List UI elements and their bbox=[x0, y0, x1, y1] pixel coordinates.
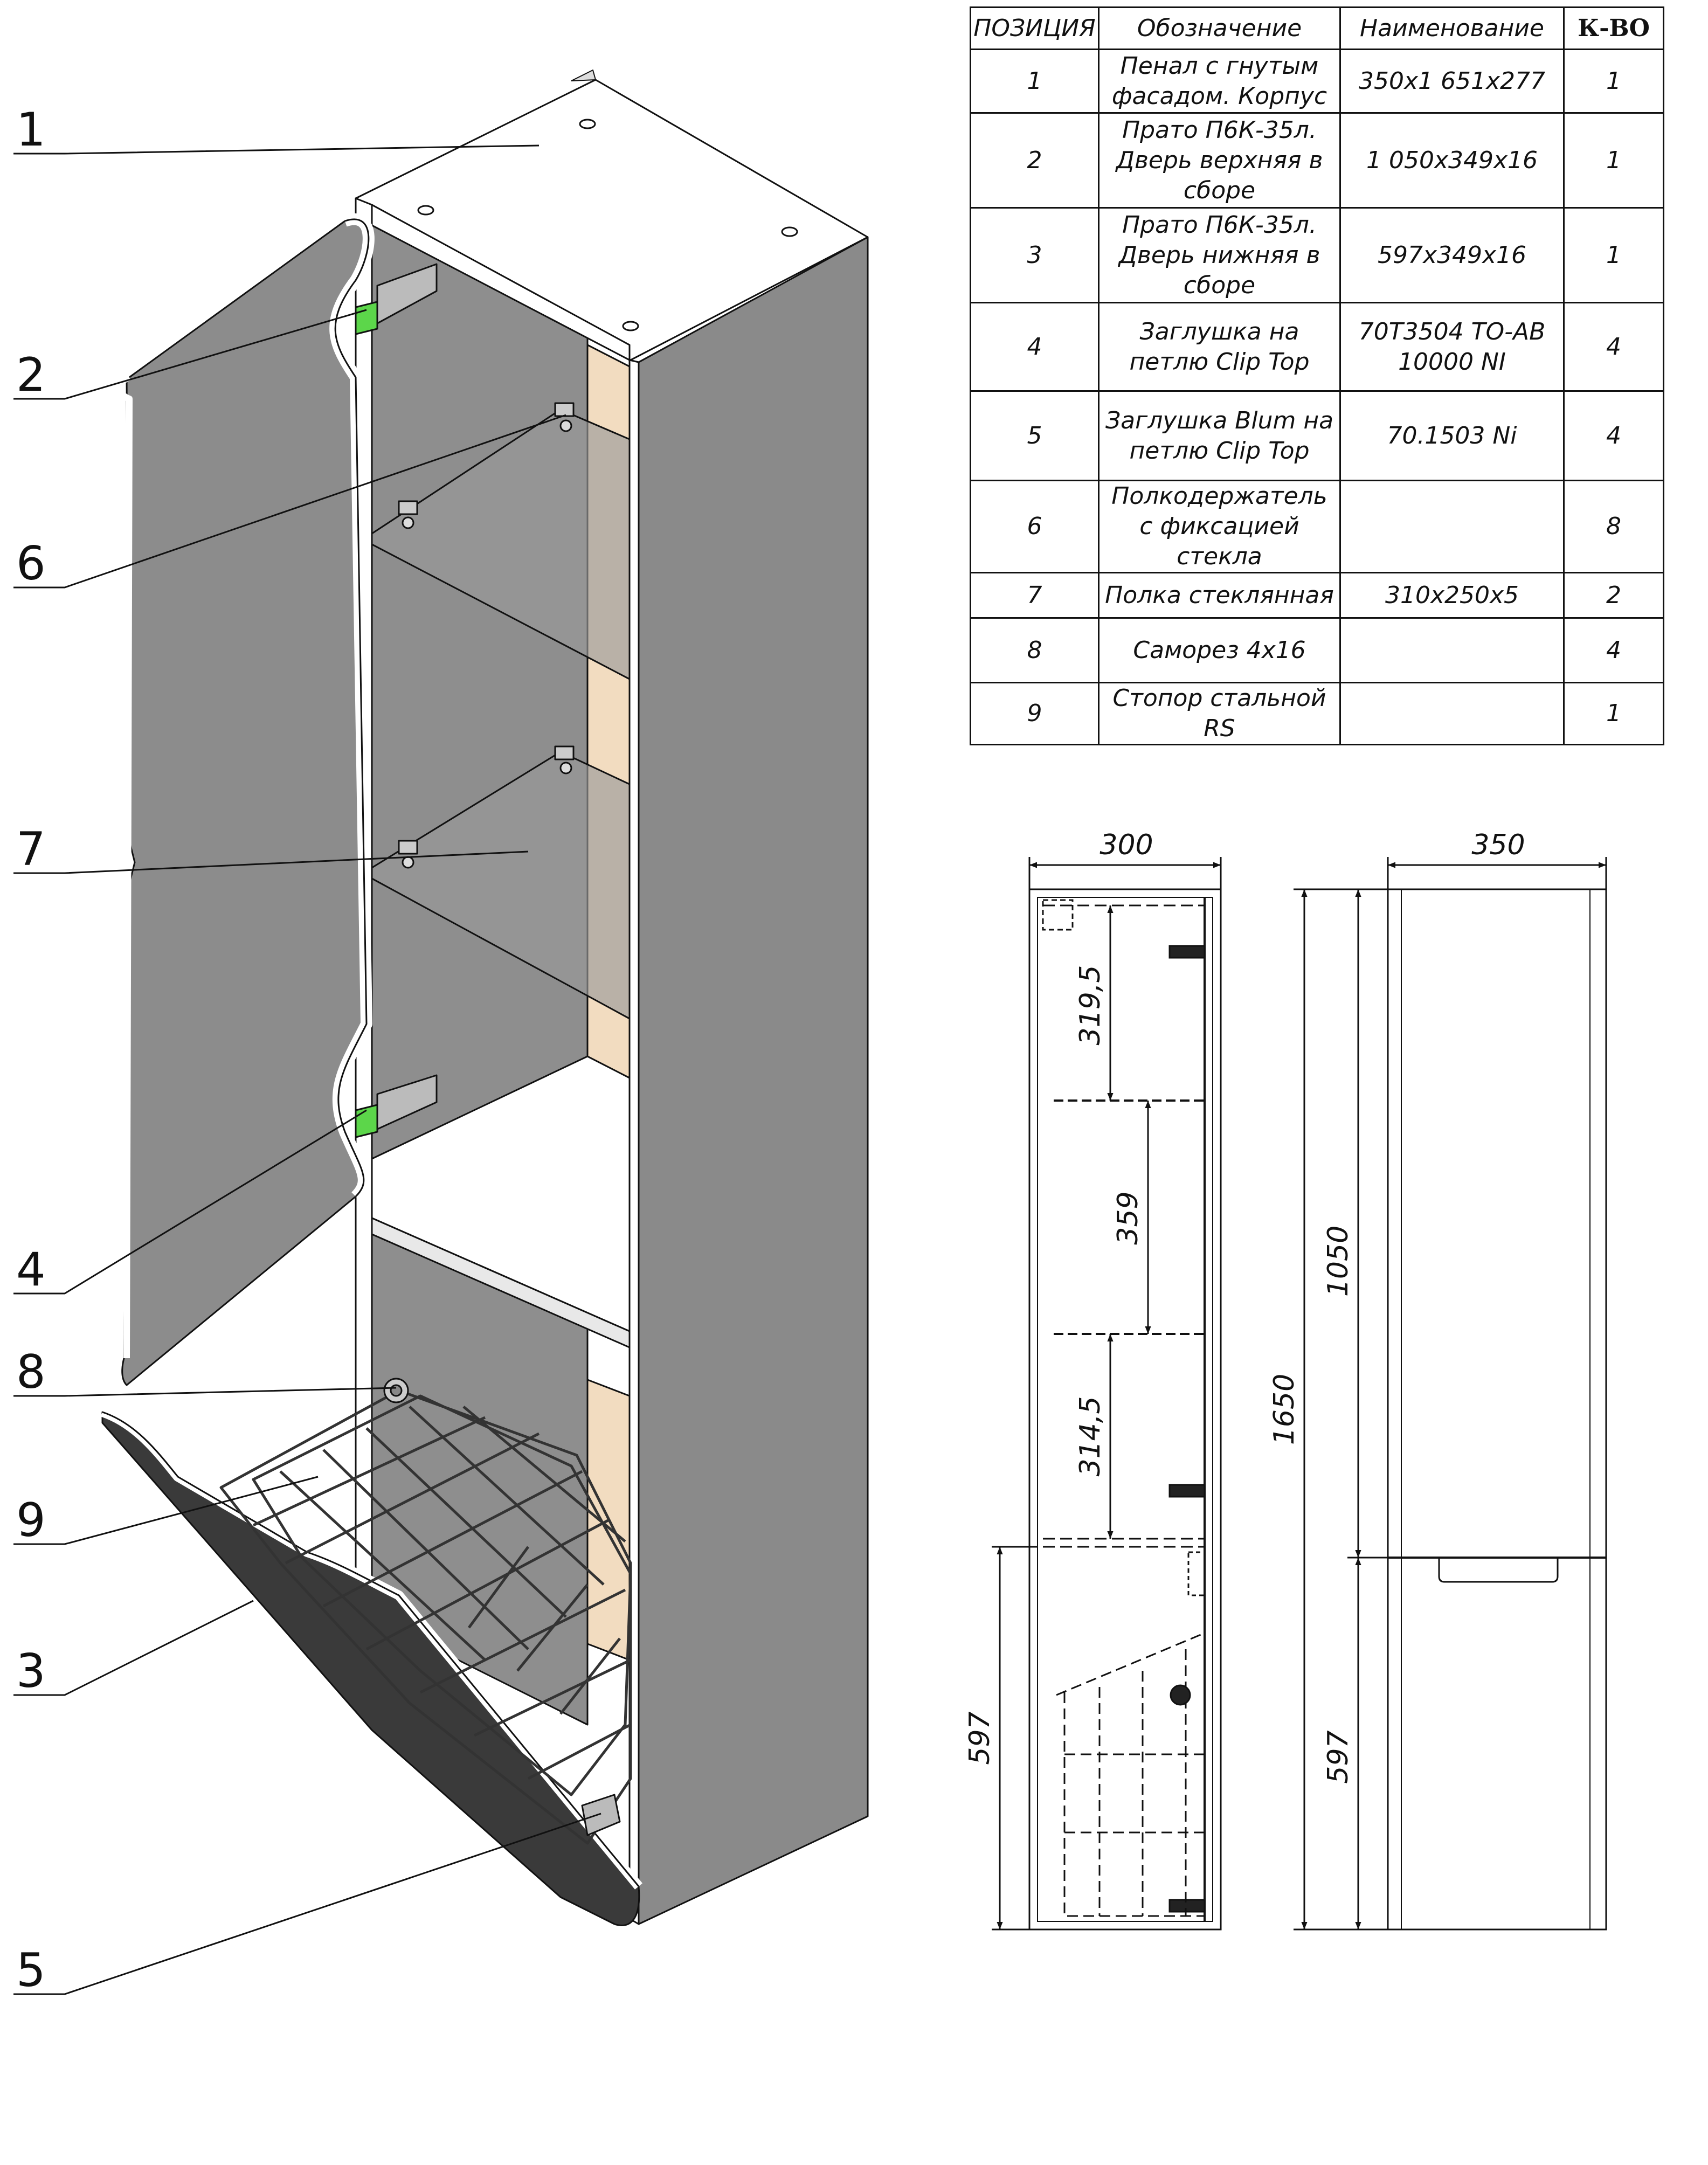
side-view-dimension-labels: 300 319,5 359 314,5 597 bbox=[964, 829, 1153, 1765]
callout-2: 2 bbox=[16, 348, 46, 402]
cell-qty: 1 bbox=[1563, 112, 1664, 209]
cell-designation: Прато П6К-35л. Дверь нижняя в сборе bbox=[1098, 207, 1341, 303]
cell-qty: 1 bbox=[1563, 207, 1664, 303]
cell-position: 4 bbox=[970, 302, 1100, 392]
callout-numbers: 1 2 6 7 4 8 9 3 5 bbox=[16, 103, 46, 1997]
table-row: 6 Полкодержатель с фиксацией стекла 8 bbox=[970, 480, 1664, 573]
lower-hinge bbox=[581, 1794, 621, 1836]
cell-position: 8 bbox=[970, 617, 1100, 683]
dim-total-height: 1650 bbox=[1268, 1374, 1301, 1445]
cell-designation: Полкодержатель с фиксацией стекла bbox=[1098, 480, 1341, 573]
cell-name: 597x349x16 bbox=[1339, 207, 1565, 303]
dim-shelf-gap-middle: 359 bbox=[1112, 1191, 1144, 1244]
dim-lower-height-side: 597 bbox=[964, 1711, 996, 1765]
isometric-cabinet-view bbox=[101, 70, 869, 1926]
dim-shelf-gap-top: 319,5 bbox=[1074, 965, 1107, 1046]
callout-3: 3 bbox=[16, 1644, 46, 1698]
cell-position: 7 bbox=[970, 572, 1100, 619]
cell-qty: 4 bbox=[1563, 302, 1664, 392]
callout-4: 4 bbox=[16, 1243, 46, 1297]
upper-door bbox=[121, 218, 370, 1386]
side-view bbox=[1028, 888, 1222, 1931]
cell-name: 1 050x349x16 bbox=[1339, 112, 1565, 209]
callout-1: 1 bbox=[16, 103, 46, 157]
callout-7: 7 bbox=[16, 822, 46, 876]
cell-designation: Полка стеклянная bbox=[1098, 572, 1341, 619]
cell-position: 2 bbox=[970, 112, 1100, 209]
cell-name: 70.1503 Ni bbox=[1339, 390, 1565, 481]
cell-position: 6 bbox=[970, 480, 1100, 573]
cell-designation: Заглушка Blum на петлю Clip Top bbox=[1098, 390, 1341, 481]
dim-side-width: 300 bbox=[1100, 829, 1153, 861]
table-row: 2 Прато П6К-35л. Дверь верхняя в сборе 1… bbox=[970, 112, 1664, 209]
lower-door-handle bbox=[1438, 1558, 1559, 1583]
cell-position: 3 bbox=[970, 207, 1100, 303]
wire-basket bbox=[219, 1389, 632, 1845]
cell-position: 5 bbox=[970, 390, 1100, 481]
table-row: 3 Прато П6К-35л. Дверь нижняя в сборе 59… bbox=[970, 207, 1664, 303]
cell-designation: Прато П6К-35л. Дверь верхняя в сборе bbox=[1098, 112, 1341, 209]
cell-qty: 4 bbox=[1563, 617, 1664, 683]
dim-upper-height: 1050 bbox=[1322, 1226, 1354, 1297]
col-qty-header: К-ВО bbox=[1563, 6, 1664, 50]
cell-name bbox=[1339, 617, 1565, 683]
specification-table: ПОЗИЦИЯ Обозначение Наименование К-ВО 1 … bbox=[970, 6, 1664, 745]
cabinet-right-side-panel bbox=[638, 236, 869, 1925]
cell-qty: 2 bbox=[1563, 572, 1664, 619]
cell-name bbox=[1339, 480, 1565, 573]
col-name-header: Наименование bbox=[1339, 6, 1565, 50]
col-designation-header: Обозначение bbox=[1098, 6, 1341, 50]
cell-qty: 4 bbox=[1563, 390, 1664, 481]
callout-6: 6 bbox=[16, 537, 46, 591]
front-view bbox=[1387, 888, 1607, 1931]
table-row: 7 Полка стеклянная 310x250x5 2 bbox=[970, 572, 1664, 619]
table-row: 4 Заглушка на петлю Clip Top 70T3504 TO-… bbox=[970, 302, 1664, 392]
callout-9: 9 bbox=[16, 1493, 46, 1547]
side-view-dimensions bbox=[992, 857, 1222, 1931]
callout-5: 5 bbox=[16, 1943, 46, 1997]
dim-shelf-gap-bottom: 314,5 bbox=[1074, 1396, 1107, 1477]
cell-designation: Стопор стальной RS bbox=[1098, 682, 1341, 745]
cell-name: 310x250x5 bbox=[1339, 572, 1565, 619]
cell-name: 350x1 651x277 bbox=[1339, 49, 1565, 114]
cell-designation: Заглушка на петлю Clip Top bbox=[1098, 302, 1341, 392]
dim-front-width: 350 bbox=[1471, 829, 1525, 861]
table-row: 9 Стопор стальной RS 1 bbox=[970, 682, 1664, 745]
cell-position: 9 bbox=[970, 682, 1100, 745]
table-row: 1 Пенал с гнутым фасадом. Корпус 350x1 6… bbox=[970, 49, 1664, 114]
cell-name: 70T3504 TO-AB 10000 NI bbox=[1339, 302, 1565, 392]
front-view-dimension-labels: 350 1650 1050 597 bbox=[1268, 829, 1525, 1784]
cell-qty: 8 bbox=[1563, 480, 1664, 573]
cell-position: 1 bbox=[970, 49, 1100, 114]
cell-qty: 1 bbox=[1563, 49, 1664, 114]
dim-lower-height-front: 597 bbox=[1322, 1730, 1354, 1783]
callout-leaders bbox=[13, 144, 601, 1995]
cell-qty: 1 bbox=[1563, 682, 1664, 745]
front-view-dimensions bbox=[1294, 857, 1607, 1931]
callout-8: 8 bbox=[16, 1345, 46, 1399]
col-position-header: ПОЗИЦИЯ bbox=[970, 6, 1100, 50]
table-row: 5 Заглушка Blum на петлю Clip Top 70.150… bbox=[970, 390, 1664, 481]
cell-designation: Саморез 4x16 bbox=[1098, 617, 1341, 683]
table-row: 8 Саморез 4x16 4 bbox=[970, 617, 1664, 683]
cell-designation: Пенал с гнутым фасадом. Корпус bbox=[1098, 49, 1341, 114]
cell-name bbox=[1339, 682, 1565, 745]
spec-header-row: ПОЗИЦИЯ Обозначение Наименование К-ВО bbox=[970, 6, 1664, 50]
